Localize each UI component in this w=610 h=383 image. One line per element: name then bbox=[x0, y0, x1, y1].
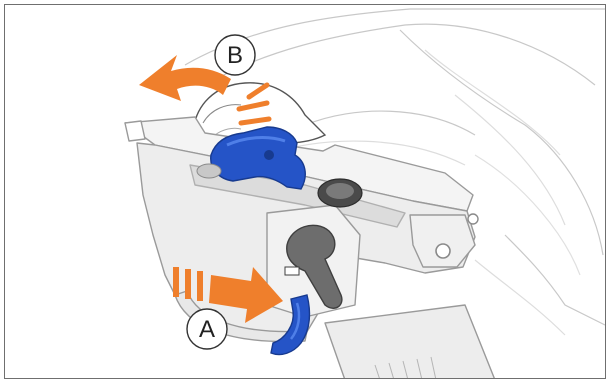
hand-sketch bbox=[184, 8, 605, 336]
callout-b: B bbox=[214, 34, 256, 76]
hammer-spring bbox=[317, 178, 363, 208]
curved-arrow-left-icon bbox=[139, 55, 272, 126]
callout-b-label: B bbox=[227, 42, 243, 69]
thumb bbox=[192, 82, 327, 146]
hammer-part-b bbox=[196, 126, 306, 190]
safety-selector bbox=[284, 224, 343, 309]
trigger-removal-illustration: B A bbox=[124, 8, 605, 378]
callout-a: A bbox=[186, 308, 228, 350]
callout-a-label: A bbox=[199, 316, 215, 343]
trigger-part-a bbox=[270, 294, 311, 356]
illustration-frame: B A bbox=[4, 4, 606, 379]
arrow-right-icon bbox=[173, 267, 283, 323]
